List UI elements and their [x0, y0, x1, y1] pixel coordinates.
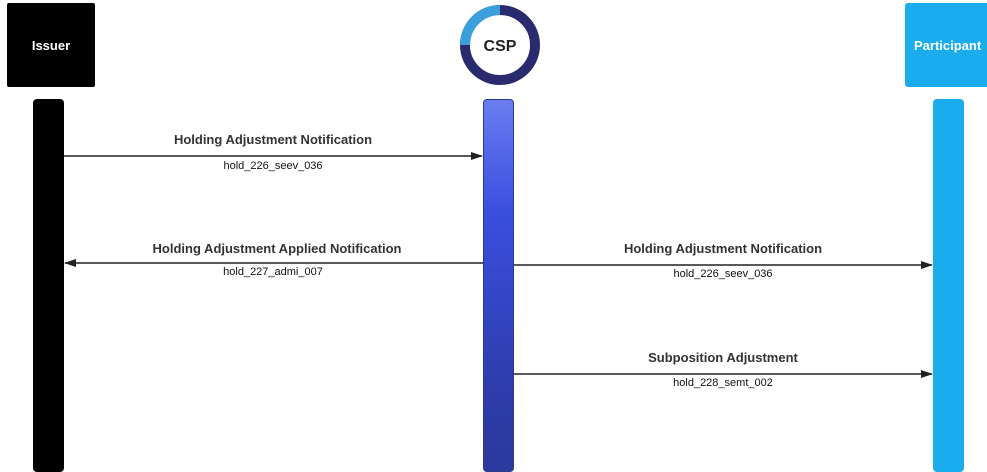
participant-lifeline: [933, 99, 964, 472]
message-1-label: Holding Adjustment Notification: [173, 132, 373, 147]
issuer-label: Issuer: [31, 37, 71, 53]
message-2-label: Holding Adjustment Applied Notification: [152, 241, 402, 256]
csp-lifeline: [483, 99, 514, 472]
issuer-lifeline: [33, 99, 64, 472]
issuer-actor: Issuer: [7, 3, 95, 87]
participant-actor: Participant: [905, 3, 987, 87]
message-3-label: Holding Adjustment Notification: [623, 241, 823, 256]
message-1-code: hold_226_seev_036: [223, 160, 323, 172]
csp-actor: CSP: [460, 5, 540, 85]
message-3-code: hold_226_seev_036: [673, 268, 773, 280]
participant-label: Participant: [914, 37, 982, 53]
message-4-code: hold_228_semt_002: [673, 377, 773, 389]
message-2-code: hold_227_admi_007: [223, 266, 323, 278]
message-4-label: Subposition Adjustment: [648, 350, 798, 365]
csp-label: CSP: [484, 38, 517, 55]
